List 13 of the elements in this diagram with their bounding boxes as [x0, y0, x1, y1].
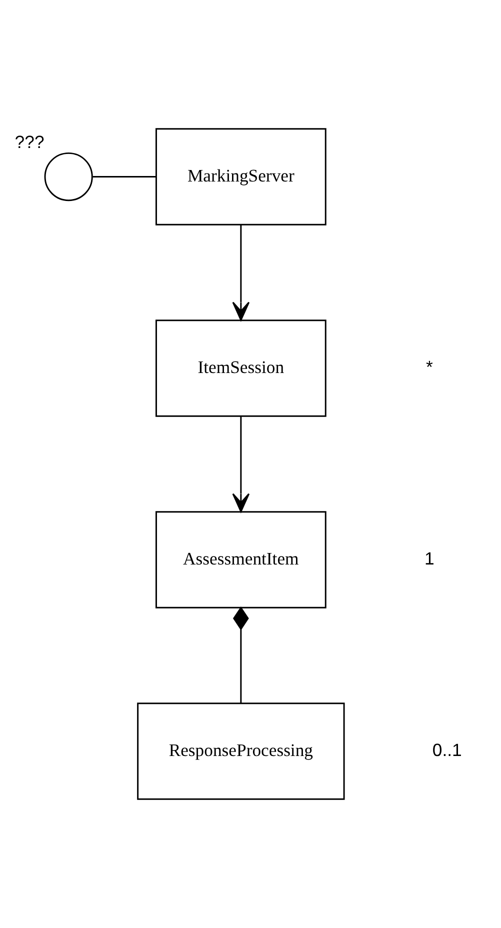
node-label: ??? [14, 132, 44, 152]
arrow [232, 224, 250, 321]
node-box: ResponseProcessing [137, 702, 345, 800]
label: 0..1 [432, 740, 462, 760]
node-box: AssessmentItem [156, 511, 326, 608]
node-box: MarkingServer [156, 128, 326, 226]
node-box: ItemSession [156, 320, 326, 417]
node-circle [44, 152, 93, 202]
label: * [426, 356, 433, 377]
connector [232, 606, 249, 704]
arrow [232, 416, 250, 512]
label: 1 [424, 548, 434, 568]
connector [92, 176, 156, 178]
